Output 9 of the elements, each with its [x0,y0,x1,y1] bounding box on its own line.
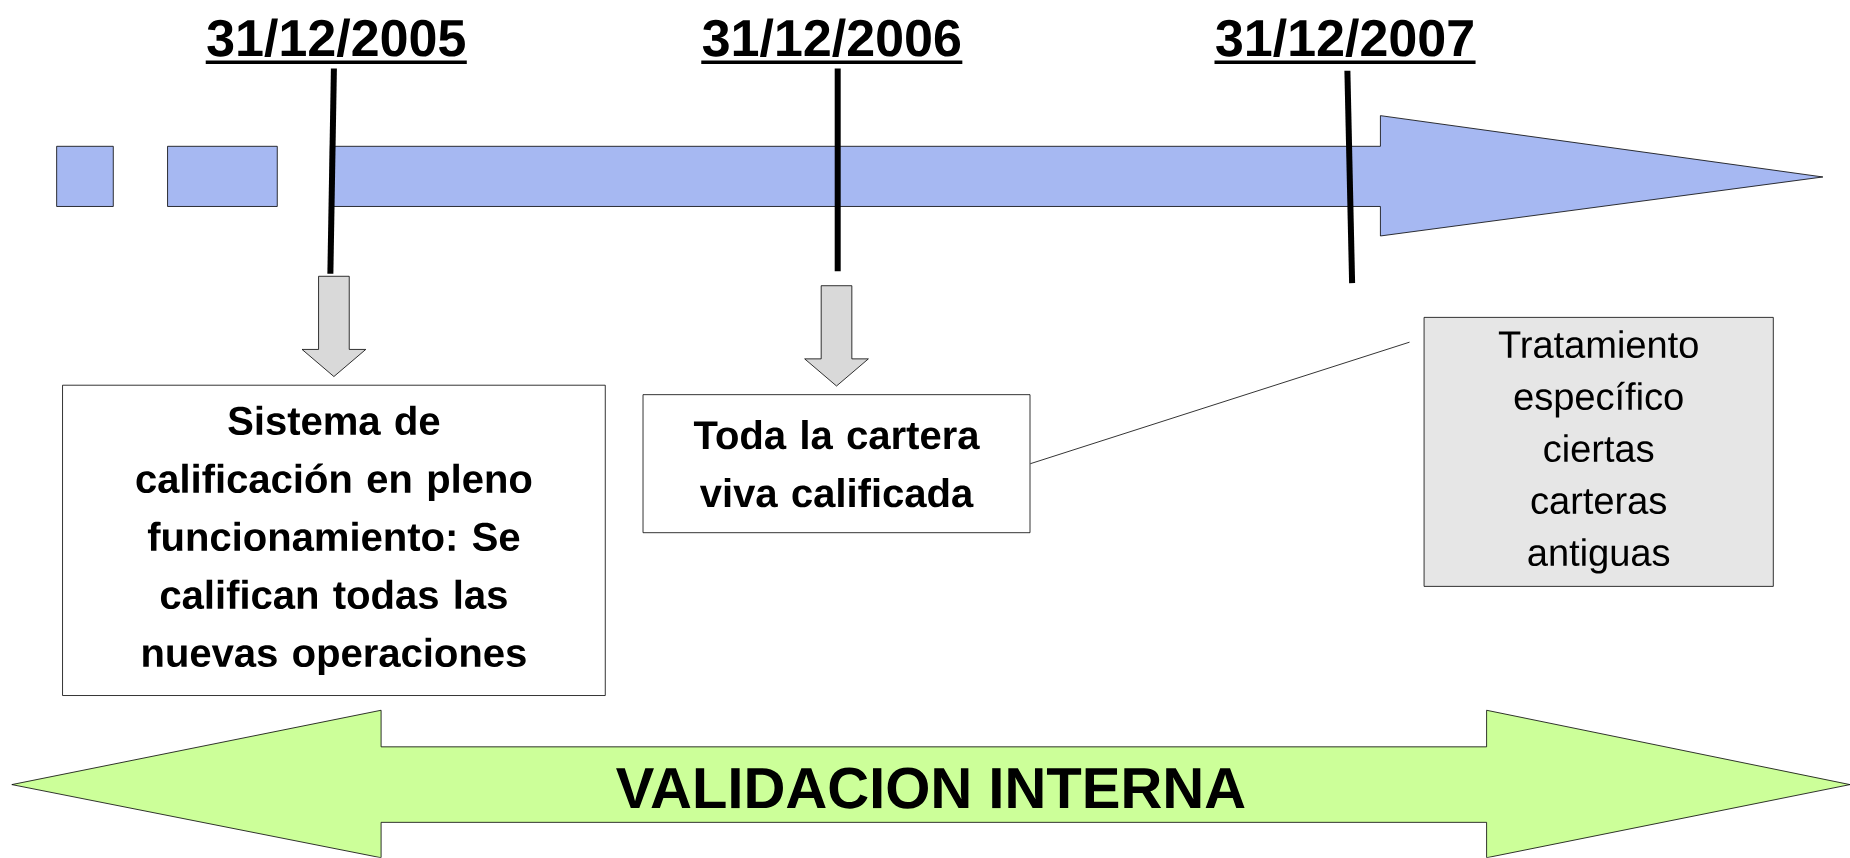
connector-line [1030,341,1410,465]
date-label: 31/12/2007 [1214,18,1476,65]
event-box: Sistema de calificación en pleno funcionamiento: Se califican todas las nuevas operaciones [62,384,606,697]
block-arrow [301,276,367,378]
block-arrow [804,285,869,387]
date-label: 31/12/2006 [701,18,963,65]
event-box: Toda la cartera viva calificada [642,394,1031,534]
date-label: 31/12/2005 [205,18,467,65]
note-box: Tratamiento específico ciertas carteras antiguas [1423,317,1774,587]
